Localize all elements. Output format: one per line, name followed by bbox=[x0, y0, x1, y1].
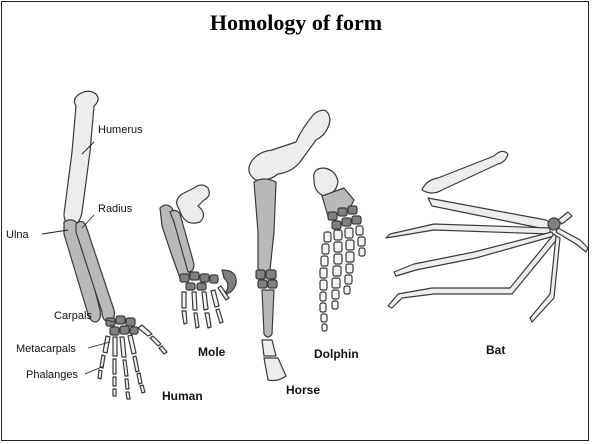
label-ulna: Ulna bbox=[6, 229, 30, 241]
mole-digits bbox=[182, 286, 229, 328]
horse-metacarpal bbox=[262, 290, 274, 337]
human-carpals bbox=[106, 316, 138, 335]
horse-limb bbox=[249, 110, 330, 380]
horse-carpals bbox=[256, 270, 277, 288]
label-mole: Mole bbox=[198, 345, 226, 359]
bat-humerus bbox=[422, 151, 508, 193]
label-metacarpals: Metacarpals bbox=[16, 343, 76, 355]
human-humerus bbox=[64, 91, 98, 226]
label-phalanges: Phalanges bbox=[26, 369, 78, 381]
bat-thumb bbox=[558, 212, 572, 224]
horse-radius bbox=[254, 179, 276, 273]
horse-phalanges bbox=[262, 340, 276, 356]
dolphin-digits bbox=[320, 226, 365, 331]
bat-digit-2 bbox=[556, 228, 588, 252]
label-carpals: Carpals bbox=[54, 310, 92, 322]
mole-carpals bbox=[180, 272, 218, 290]
horse-hoof bbox=[264, 358, 286, 381]
bat-digit-3 bbox=[386, 224, 550, 238]
label-dolphin: Dolphin bbox=[314, 347, 359, 361]
mole-limb bbox=[160, 185, 236, 328]
label-human: Human bbox=[162, 389, 203, 403]
label-bat: Bat bbox=[486, 343, 505, 357]
human-limb bbox=[64, 91, 167, 399]
label-horse: Horse bbox=[286, 383, 320, 397]
label-radius: Radius bbox=[98, 203, 133, 215]
human-digits bbox=[98, 325, 167, 399]
dolphin-limb bbox=[314, 168, 365, 331]
label-humerus: Humerus bbox=[98, 124, 143, 136]
bat-limb bbox=[386, 151, 588, 322]
